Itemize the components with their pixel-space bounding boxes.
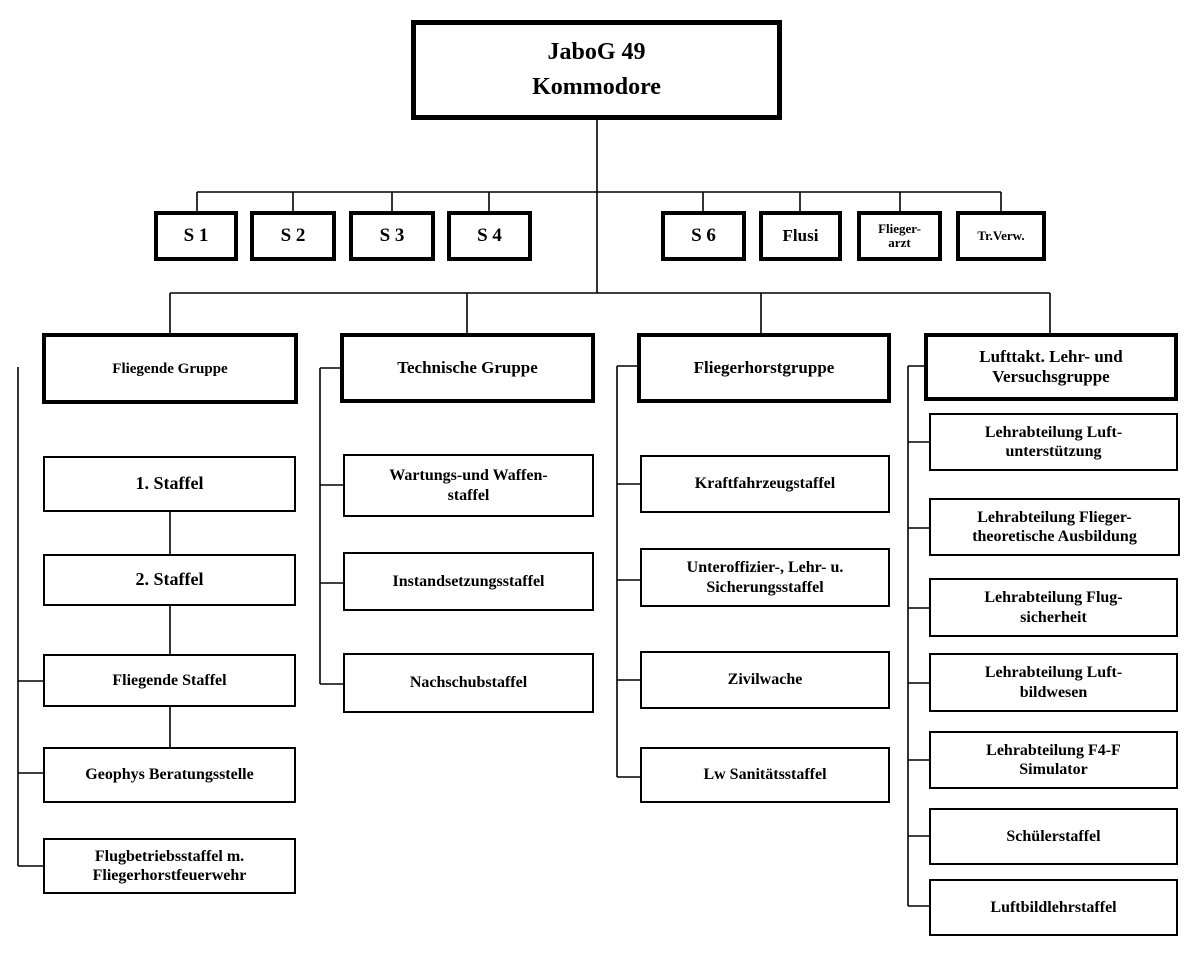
unit-unteroffizier-lehr-sicherungsstaffel: Unteroffizier-, Lehr- u. Sicherungsstaff… bbox=[640, 548, 890, 607]
unit-lehrabteilung-f4f-simulator: Lehrabteilung F4-F Simulator bbox=[929, 731, 1178, 789]
group-box-fliegende-gruppe: Fliegende Gruppe bbox=[42, 333, 298, 404]
group-box-fliegerhorstgruppe: Fliegerhorstgruppe bbox=[637, 333, 891, 403]
unit-geophys-beratungsstelle: Geophys Beratungsstelle bbox=[43, 747, 296, 803]
unit-wartungs-und-waffenstaffel: Wartungs-und Waffen- staffel bbox=[343, 454, 594, 517]
staff-box-s2: S 2 bbox=[250, 211, 336, 261]
kommodore-box: JaboG 49 Kommodore bbox=[411, 20, 782, 120]
unit-luftbildlehrstaffel: Luftbildlehrstaffel bbox=[929, 879, 1178, 936]
unit-lehrabteilung-fliegertheoretische-ausbildung: Lehrabteilung Flieger- theoretische Ausb… bbox=[929, 498, 1180, 556]
group-box-technische-gruppe: Technische Gruppe bbox=[340, 333, 595, 403]
unit-nachschubstaffel: Nachschubstaffel bbox=[343, 653, 594, 713]
unit-2-staffel: 2. Staffel bbox=[43, 554, 296, 606]
staff-box-s3: S 3 bbox=[349, 211, 435, 261]
unit-1-staffel: 1. Staffel bbox=[43, 456, 296, 512]
group-box-lufttakt-gruppe: Lufttakt. Lehr- und Versuchsgruppe bbox=[924, 333, 1178, 401]
unit-instandsetzungsstaffel: Instandsetzungsstaffel bbox=[343, 552, 594, 611]
unit-lehrabteilung-flugsicherheit: Lehrabteilung Flug- sicherheit bbox=[929, 578, 1178, 637]
unit-fliegende-staffel: Fliegende Staffel bbox=[43, 654, 296, 707]
unit-lehrabteilung-luftunterstuetzung: Lehrabteilung Luft- unterstützung bbox=[929, 413, 1178, 471]
unit-flugbetriebsstaffel: Flugbetriebsstaffel m. Fliegerhorstfeuer… bbox=[43, 838, 296, 894]
staff-box-flusi: Flusi bbox=[759, 211, 842, 261]
unit-schuelerstaffel: Schülerstaffel bbox=[929, 808, 1178, 865]
staff-box-s1: S 1 bbox=[154, 211, 238, 261]
staff-box-trverw: Tr.Verw. bbox=[956, 211, 1046, 261]
unit-zivilwache: Zivilwache bbox=[640, 651, 890, 709]
unit-lw-sanitaetsstaffel: Lw Sanitätsstaffel bbox=[640, 747, 890, 803]
unit-lehrabteilung-luftbildwesen: Lehrabteilung Luft- bildwesen bbox=[929, 653, 1178, 712]
staff-box-s6: S 6 bbox=[661, 211, 746, 261]
unit-kraftfahrzeugstaffel: Kraftfahrzeugstaffel bbox=[640, 455, 890, 513]
staff-box-fliegerarzt: Flieger- arzt bbox=[857, 211, 942, 261]
staff-box-s4: S 4 bbox=[447, 211, 532, 261]
